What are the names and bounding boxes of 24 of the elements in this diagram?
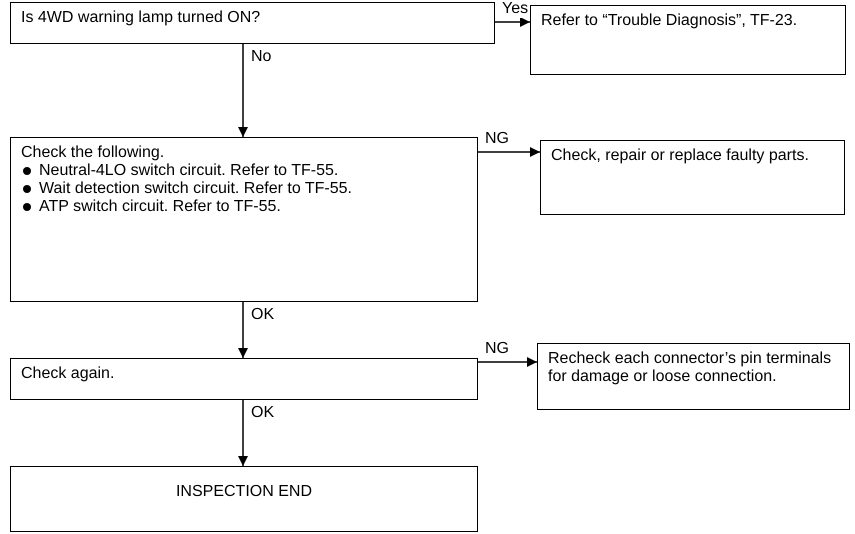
bullet-item: Neutral-4LO switch circuit. Refer to TF-55. <box>21 162 467 180</box>
arrow <box>495 17 530 27</box>
box-text: Check again. <box>21 365 116 383</box>
arrow <box>238 400 248 466</box>
process-box <box>537 343 850 410</box>
arrow <box>478 357 537 367</box>
process-box <box>10 466 478 532</box>
bullet-item: Wait detection switch circuit. Refer to TF-55. <box>21 180 467 198</box>
process-box <box>10 358 478 400</box>
arrow <box>478 147 540 157</box>
bullet-item: ATP switch circuit. Refer to TF-55. <box>21 198 467 216</box>
box-text: Check, repair or replace faulty parts. <box>551 147 810 165</box>
box-text: INSPECTION END <box>174 483 313 501</box>
process-box <box>10 137 478 302</box>
edge-label: Yes <box>501 0 530 18</box>
box-text: Is 4WD warning lamp turned ON? <box>21 9 262 27</box>
process-box <box>530 5 846 75</box>
process-box <box>540 140 845 215</box>
process-box <box>10 2 495 44</box>
arrow <box>238 44 248 137</box>
box-text: Refer to “Trouble Diagnosis”, TF-23. <box>541 12 798 30</box>
box-heading: Check the following. <box>21 144 166 162</box>
arrow <box>238 302 248 358</box>
box-text: Recheck each connector’s pin terminals for damage or loose connection. <box>548 350 832 386</box>
